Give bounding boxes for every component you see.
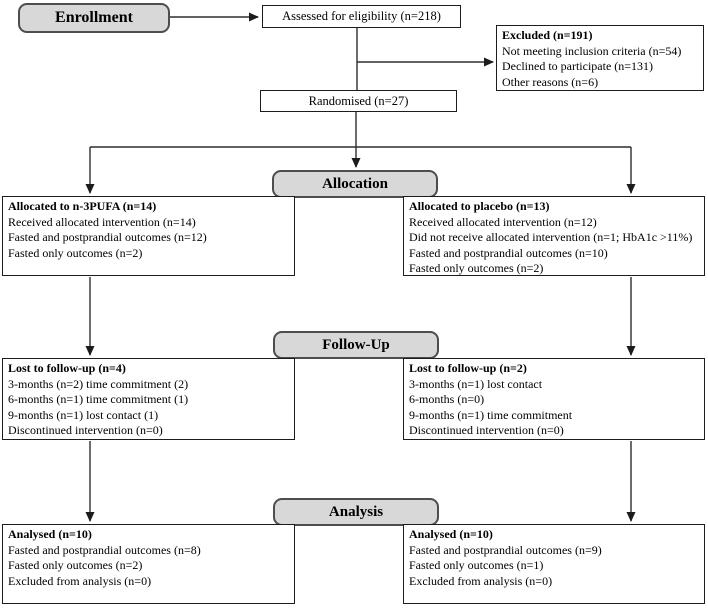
allocated-n3pufa-title: Allocated to n-3PUFA (n=14) xyxy=(8,199,157,213)
box-line: Fasted and postprandial outcomes (n=9) xyxy=(409,542,602,557)
excluded-box-lines: Not meeting inclusion criteria (n=54)Dec… xyxy=(502,44,698,91)
analysed-left-box: Analysed (n=10) Fasted and postprandial … xyxy=(2,524,295,604)
allocated-placebo-content: Allocated to placebo (n=13) Received all… xyxy=(404,197,704,277)
box-line: Fasted only outcomes (n=2) xyxy=(8,245,143,260)
stage-label-analysis-text: Analysis xyxy=(328,503,384,520)
lost-followup-left-content: Lost to follow-up (n=4) 3-months (n=2) t… xyxy=(3,359,294,439)
box-line: Fasted only outcomes (n=2) xyxy=(8,558,143,573)
analysed-left-title: Analysed (n=10) xyxy=(8,527,92,541)
assessed-box: Assessed for eligibility (n=218) xyxy=(262,5,461,28)
analysed-right-box: Analysed (n=10) Fasted and postprandial … xyxy=(403,524,705,604)
lost-followup-left-lines: 3-months (n=2) time commitment (2)6-mont… xyxy=(8,377,289,439)
allocated-placebo-box: Allocated to placebo (n=13) Received all… xyxy=(403,196,705,276)
excluded-box: Excluded (n=191) Not meeting inclusion c… xyxy=(496,25,704,91)
analysed-right-content: Analysed (n=10) Fasted and postprandial … xyxy=(404,525,704,589)
excluded-box-title: Excluded (n=191) xyxy=(502,28,593,42)
box-line: Other reasons (n=6) xyxy=(502,74,599,89)
box-line: Fasted and postprandial outcomes (n=10) xyxy=(409,245,608,260)
stage-label-allocation-text: Allocation xyxy=(322,175,388,192)
box-line: Received allocated intervention (n=12) xyxy=(409,214,597,229)
allocated-n3pufa-box: Allocated to n-3PUFA (n=14) Received all… xyxy=(2,196,295,276)
lost-followup-left-title: Lost to follow-up (n=4) xyxy=(8,361,126,375)
stage-label-followup-text: Follow-Up xyxy=(322,336,390,353)
box-line: 6-months (n=1) time commitment (1) xyxy=(8,392,189,407)
analysed-left-lines: Fasted and postprandial outcomes (n=8)Fa… xyxy=(8,543,289,590)
box-line: Excluded from analysis (n=0) xyxy=(8,573,152,588)
box-line: Not meeting inclusion criteria (n=54) xyxy=(502,43,682,58)
lost-followup-right-content: Lost to follow-up (n=2) 3-months (n=1) l… xyxy=(404,359,704,439)
box-line: Received allocated intervention (n=14) xyxy=(8,214,196,229)
allocated-n3pufa-content: Allocated to n-3PUFA (n=14) Received all… xyxy=(3,197,294,261)
allocated-n3pufa-lines: Received allocated intervention (n=14)Fa… xyxy=(8,215,289,262)
allocated-placebo-lines: Received allocated intervention (n=12)Di… xyxy=(409,215,699,277)
stage-label-analysis: Analysis xyxy=(273,498,439,526)
stage-label-enrollment: Enrollment xyxy=(18,3,170,33)
lost-followup-right-box: Lost to follow-up (n=2) 3-months (n=1) l… xyxy=(403,358,705,440)
box-line: Fasted only outcomes (n=1) xyxy=(409,558,544,573)
lost-followup-right-title: Lost to follow-up (n=2) xyxy=(409,361,527,375)
analysed-right-lines: Fasted and postprandial outcomes (n=9)Fa… xyxy=(409,543,699,590)
assessed-box-text: Assessed for eligibility (n=218) xyxy=(282,9,441,23)
box-line: Did not receive allocated intervention (… xyxy=(409,230,693,245)
box-line: Fasted only outcomes (n=2) xyxy=(409,261,544,276)
lost-followup-left-box: Lost to follow-up (n=4) 3-months (n=2) t… xyxy=(2,358,295,440)
box-line: Discontinued intervention (n=0) xyxy=(409,423,564,438)
box-line: 9-months (n=1) lost contact (1) xyxy=(8,407,159,422)
stage-label-enrollment-text: Enrollment xyxy=(55,9,133,26)
analysed-left-content: Analysed (n=10) Fasted and postprandial … xyxy=(3,525,294,589)
allocated-placebo-title: Allocated to placebo (n=13) xyxy=(409,199,550,213)
stage-label-allocation: Allocation xyxy=(272,170,438,198)
analysed-right-title: Analysed (n=10) xyxy=(409,527,493,541)
box-line: Excluded from analysis (n=0) xyxy=(409,573,553,588)
box-line: 3-months (n=2) time commitment (2) xyxy=(8,376,189,391)
randomised-box-text: Randomised (n=27) xyxy=(308,93,409,108)
stage-label-followup: Follow-Up xyxy=(273,331,439,359)
box-line: Declined to participate (n=131) xyxy=(502,59,654,74)
box-line: Fasted and postprandial outcomes (n=12) xyxy=(8,230,207,245)
box-line: 6-months (n=0) xyxy=(409,392,485,407)
box-line: Discontinued intervention (n=0) xyxy=(8,423,163,438)
box-line: Fasted and postprandial outcomes (n=8) xyxy=(8,542,201,557)
box-line: 3-months (n=1) lost contact xyxy=(409,376,543,391)
box-line: 9-months (n=1) time commitment xyxy=(409,407,573,422)
randomised-box: Randomised (n=27) xyxy=(260,90,457,112)
excluded-box-content: Excluded (n=191) Not meeting inclusion c… xyxy=(497,26,703,90)
